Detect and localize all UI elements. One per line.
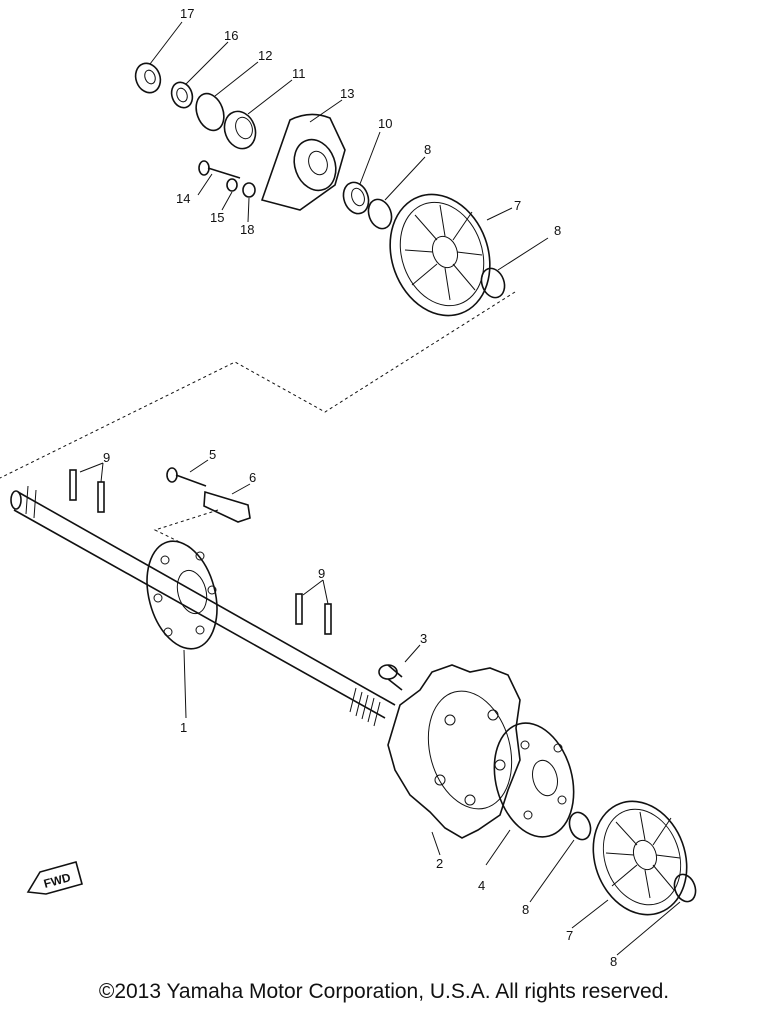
callout-13: 13: [340, 86, 354, 101]
callout-7-b: 7: [566, 928, 573, 943]
callout-9-b: 9: [318, 566, 325, 581]
callout-5: 5: [209, 447, 216, 462]
part-2-sprocket: [387, 664, 521, 839]
callout-18: 18: [240, 222, 254, 237]
callout-1: 1: [180, 720, 187, 735]
part-7-wheel-a: [389, 193, 491, 317]
fwd-label: FWD: [42, 870, 72, 891]
callout-7-a: 7: [514, 198, 521, 213]
part-13-housing: [260, 113, 346, 211]
callout-8-a: 8: [424, 142, 431, 157]
part-1-shaft: [10, 485, 396, 727]
part-9-pins-a: [69, 469, 105, 513]
callout-4: 4: [478, 878, 485, 893]
part-8-ring-b: [480, 267, 506, 299]
callout-14: 14: [176, 191, 190, 206]
part-7-wheel-b: [592, 800, 688, 916]
callout-8-c: 8: [522, 902, 529, 917]
callout-9-a: 9: [103, 450, 110, 465]
callout-8-d: 8: [610, 954, 617, 969]
part-10-bearing: [342, 181, 370, 215]
part-14-bolt: [198, 160, 241, 179]
callout-6: 6: [249, 470, 256, 485]
callout-15: 15: [210, 210, 224, 225]
part-4-plate: [493, 722, 575, 838]
part-16-washer: [170, 81, 194, 109]
callout-3: 3: [420, 631, 427, 646]
callout-2: 2: [436, 856, 443, 871]
callout-11: 11: [292, 66, 306, 81]
part-11-bearing: [223, 110, 257, 150]
part-1-flange: [146, 540, 218, 650]
callout-8-b: 8: [554, 223, 561, 238]
part-3-collar: [378, 664, 403, 691]
copyright-notice: ©2013 Yamaha Motor Corporation, U.S.A. A…: [98, 980, 670, 1003]
callout-17: 17: [180, 6, 194, 21]
callout-12: 12: [258, 48, 272, 63]
fwd-arrow-icon: [26, 861, 83, 895]
part-5-bolt: [166, 467, 207, 487]
part-6-bracket: [203, 490, 251, 523]
callout-10: 10: [378, 116, 392, 131]
part-8-ring-c: [568, 811, 592, 841]
part-8-ring-d: [673, 873, 697, 903]
part-15-washer: [226, 178, 238, 192]
part-18-nut: [242, 182, 256, 198]
part-9-pins-b: [295, 593, 332, 635]
part-17-nut: [134, 62, 162, 94]
part-12-circlip: [195, 92, 225, 132]
exploded-parts-diagram: FWD 17 16 12 11 13 10 8 14 15 18 7 8 9 5…: [0, 6, 697, 969]
part-8-ring-a: [367, 198, 393, 230]
callout-16: 16: [224, 28, 238, 43]
